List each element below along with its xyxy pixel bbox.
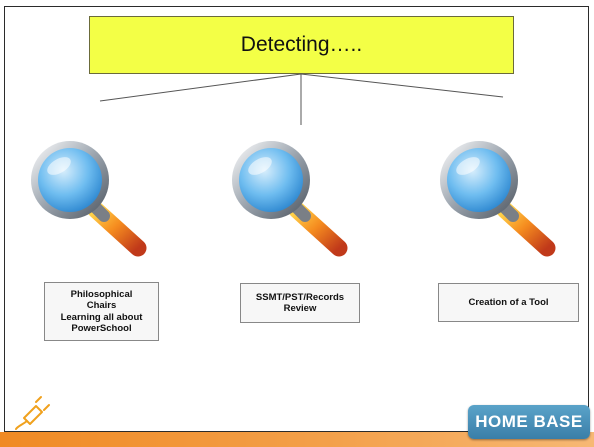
bottom-bar xyxy=(0,432,594,447)
label-line: Creation of a Tool xyxy=(468,296,549,308)
home-base-logo: HOME BASE xyxy=(468,405,590,439)
label-line: SSMT/PST/Records xyxy=(255,291,345,303)
label-line: Philosophical xyxy=(70,288,133,300)
magnifying-glass-icon xyxy=(440,141,556,257)
magnifying-glass-icon xyxy=(232,141,348,257)
title-box: Detecting….. xyxy=(89,16,514,74)
branch-label-ssmt-pst-records: SSMT/PST/Records Review xyxy=(240,283,360,323)
magnifying-glass-icon xyxy=(31,141,147,257)
connector-left xyxy=(99,73,302,102)
label-line: Chairs xyxy=(86,300,117,312)
title-text: Detecting….. xyxy=(240,33,363,56)
logo-text: HOME BASE xyxy=(475,412,583,431)
plug-icon xyxy=(15,396,50,430)
branch-label-creation-of-tool: Creation of a Tool xyxy=(438,283,579,322)
branch-label-philosophical-chairs: Philosophical Chairs Learning all about … xyxy=(44,282,159,341)
label-line: Learning all about xyxy=(60,311,143,323)
label-line: PowerSchool xyxy=(71,322,132,334)
connector-right xyxy=(300,73,504,98)
label-line: Review xyxy=(283,303,317,314)
slide-frame xyxy=(4,6,589,432)
